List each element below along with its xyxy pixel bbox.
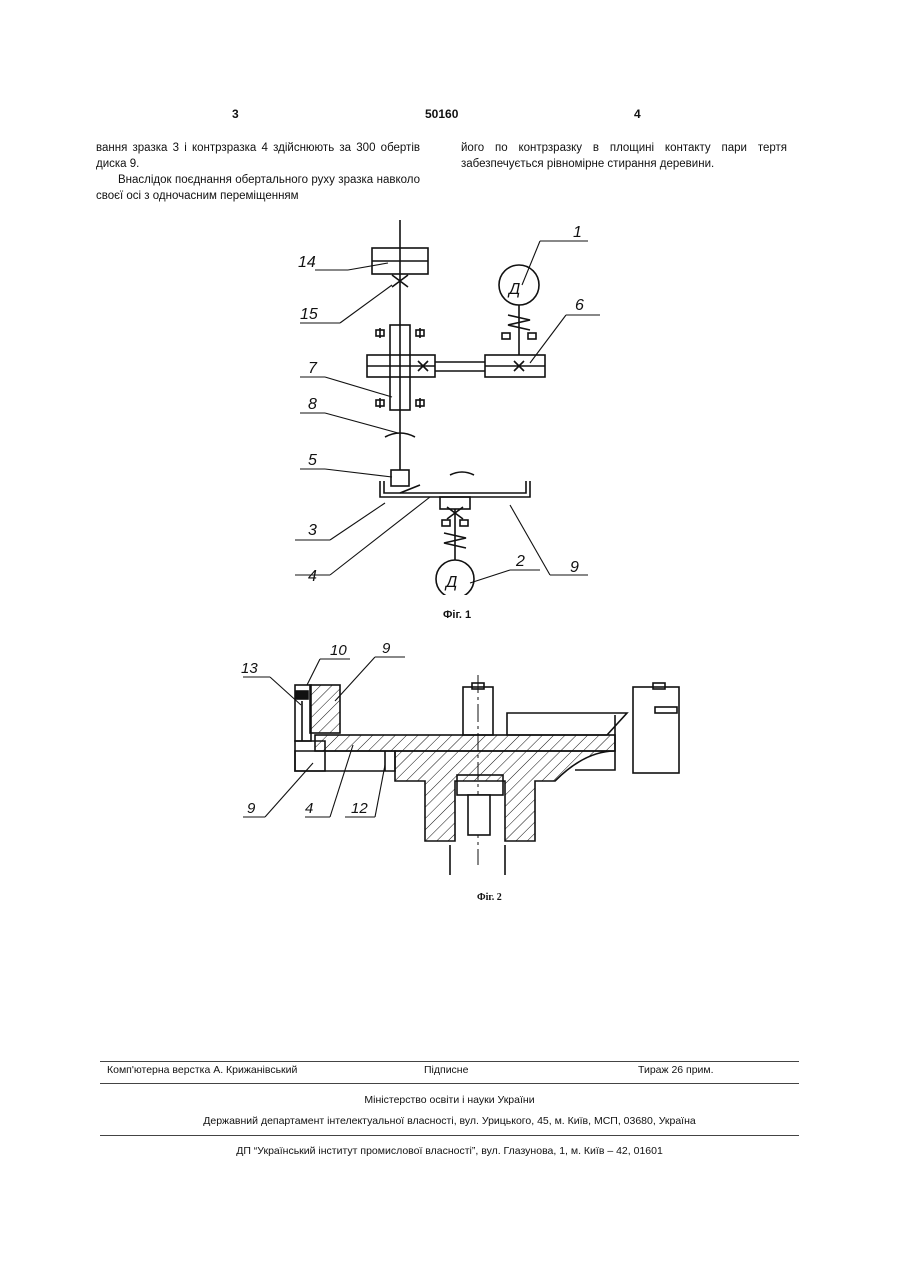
- label-6: 6: [575, 297, 584, 314]
- label-2: 2: [515, 553, 525, 570]
- sample-plate-4: [315, 735, 615, 751]
- fig2-label-10: 9: [382, 640, 391, 657]
- label-7: 7: [308, 360, 318, 377]
- figure-1-caption: Фіг. 1: [443, 609, 471, 621]
- footer-rule-1: [100, 1061, 799, 1062]
- label-8: 8: [308, 396, 317, 413]
- footer-rule-3: [100, 1135, 799, 1136]
- fig2-label-4: 4: [305, 800, 313, 817]
- footer-institute: ДП “Український інститут промислової вла…: [100, 1145, 799, 1157]
- label-14: 14: [298, 254, 316, 271]
- figure-2-diagram: 13 10 9 9 4 12: [235, 635, 695, 880]
- left-paragraph-2: Внаслідок поєднання обертального руху зр…: [96, 172, 420, 204]
- right-page-number: 4: [634, 107, 641, 121]
- right-column: його по контрзразку в площині контакту п…: [461, 140, 787, 172]
- fig2-label-12: 12: [351, 800, 368, 817]
- fig2-label-13: 13: [241, 660, 258, 677]
- patent-number: 50160: [425, 107, 458, 121]
- label-1: 1: [573, 224, 582, 241]
- footer-signed: Підписне: [424, 1064, 468, 1076]
- label-4: 4: [308, 568, 317, 585]
- label-3: 3: [308, 522, 317, 539]
- figure-2-caption: Фіг. 2: [477, 892, 502, 903]
- fig2-label-11: 10: [330, 642, 347, 659]
- figure-1-diagram: Д Д 14 15: [270, 215, 620, 595]
- footer-layout: Комп'ютерна верстка А. Крижанівський: [107, 1064, 297, 1076]
- left-page-number: 3: [232, 107, 239, 121]
- counter-sample-10: [310, 685, 340, 733]
- right-paragraph-1: його по контрзразку в площині контакту п…: [461, 140, 787, 172]
- left-column: вання зразка 3 і контрзразка 4 здійснюют…: [96, 140, 420, 204]
- left-paragraph-1: вання зразка 3 і контрзразка 4 здійснюют…: [96, 140, 420, 172]
- right-clamp: [633, 687, 679, 773]
- footer-rule-2: [100, 1083, 799, 1084]
- footer-circulation: Тираж 26 прим.: [638, 1064, 714, 1076]
- hub-section: [395, 751, 615, 841]
- sample-holder-5: [391, 470, 409, 486]
- footer-department: Державний департамент інтелектуальної вл…: [100, 1115, 799, 1127]
- motor-2-symbol: Д: [444, 574, 457, 591]
- disk-9: [380, 481, 530, 497]
- fig2-label-9: 9: [247, 800, 256, 817]
- label-9: 9: [570, 559, 579, 576]
- motor-1-symbol: Д: [507, 281, 520, 298]
- label-5: 5: [308, 452, 317, 469]
- footer-ministry: Міністерство освіти і науки України: [100, 1094, 799, 1106]
- label-15: 15: [300, 306, 318, 323]
